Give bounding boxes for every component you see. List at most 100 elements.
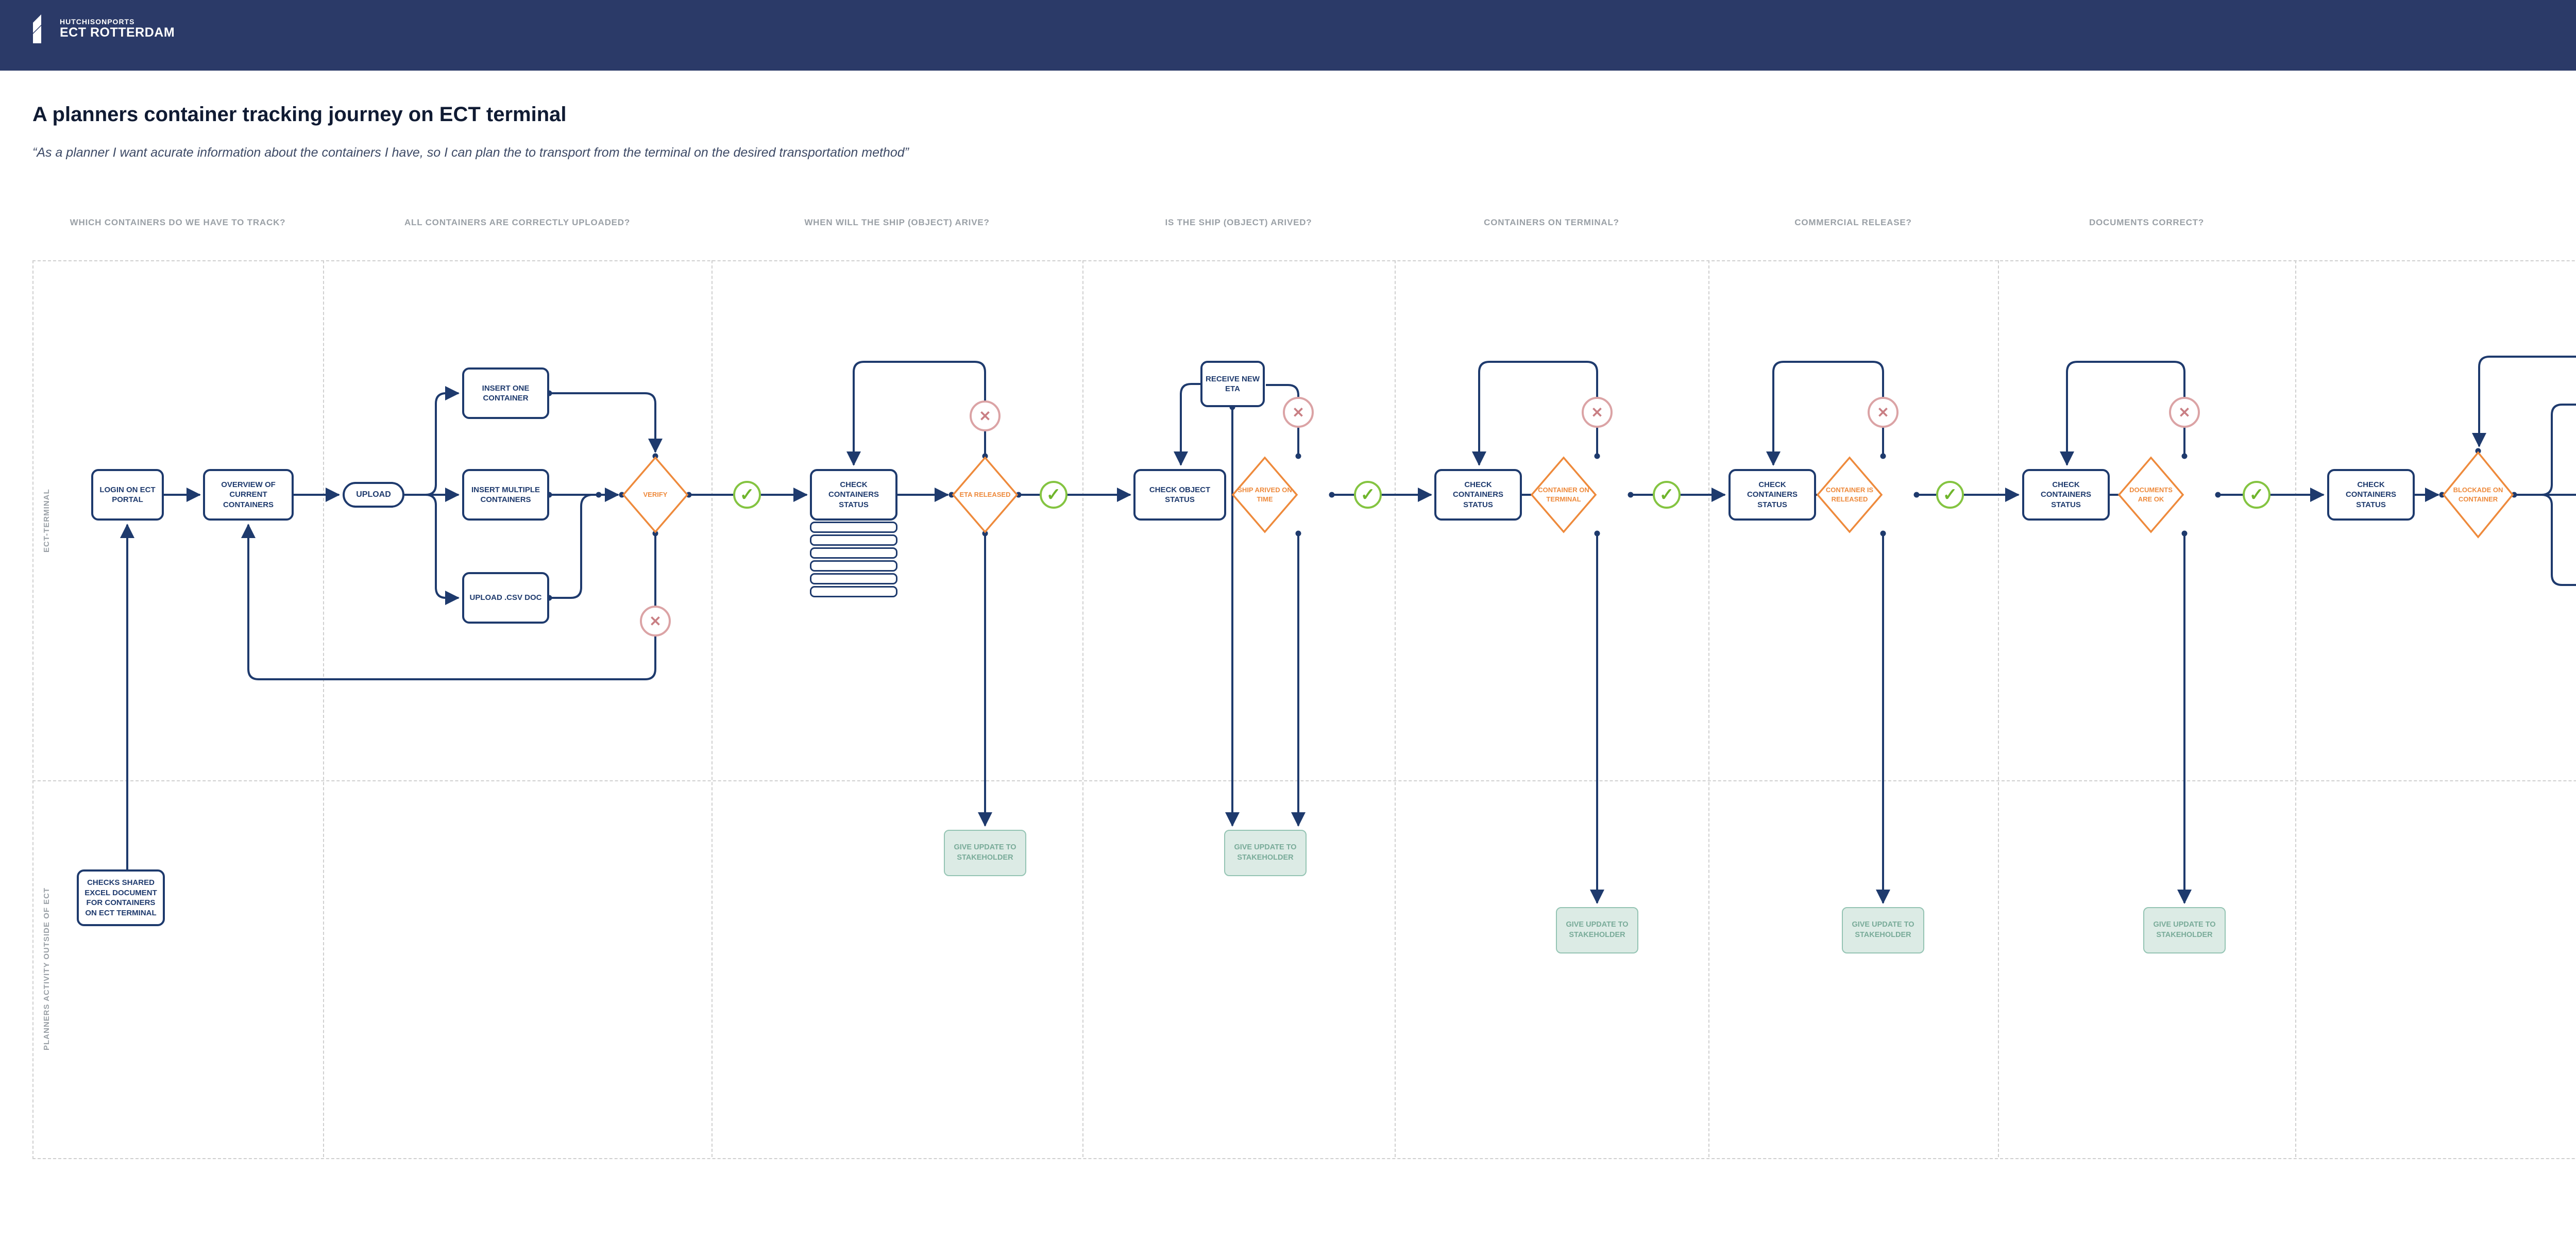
junction-dot	[1015, 492, 1022, 498]
column-header-4: IS THE SHIP (OBJECT) ARIVED?	[1165, 217, 1312, 227]
cross-icon: ✕	[970, 400, 1001, 431]
column-divider	[1395, 260, 1396, 1157]
junction-dot	[982, 530, 988, 537]
list-row	[810, 560, 897, 572]
column-divider	[2295, 260, 2296, 1157]
junction-dot	[982, 453, 988, 459]
page-title: A planners container tracking journey on…	[32, 103, 567, 126]
flow-line	[2060, 361, 2185, 466]
column-divider	[1998, 260, 1999, 1157]
decision-label: DOCUMENTS ARE OK	[2129, 486, 2173, 503]
decision-label: VERIFY	[643, 491, 668, 499]
flow-line	[404, 494, 460, 605]
brand-bottom-text: ECT ROTTERDAM	[60, 25, 175, 40]
step-ccs8: CHECK CONTAINERS STATUS	[2327, 469, 2415, 521]
decision-label: ETA RELEASED	[959, 491, 1011, 499]
step-excel: CHECKS SHARED EXCEL DOCUMENT FOR CONTAIN…	[77, 869, 165, 926]
flow-line	[549, 494, 599, 599]
step-receive-eta: RECEIVE NEW ETA	[1200, 361, 1265, 407]
step-ccs6: CHECK CONTAINERS STATUS	[1728, 469, 1816, 521]
flow-line	[1266, 384, 1299, 456]
step-insert-one: INSERT ONE CONTAINER	[462, 367, 549, 419]
check-icon: ✓	[1936, 481, 1964, 509]
flow-line	[2514, 494, 2576, 586]
diamond-shape	[1231, 456, 1298, 533]
step-ccs5: CHECK CONTAINERS STATUS	[1434, 469, 1522, 521]
list-row	[810, 547, 897, 559]
junction-dot	[2439, 492, 2445, 498]
check-icon: ✓	[1653, 481, 1681, 509]
column-header-6: COMMERCIAL RELEASE?	[1794, 217, 1912, 227]
check-icon: ✓	[2243, 481, 2270, 509]
decision-label: BLOCKADE ON CONTAINER	[2453, 486, 2503, 503]
decision-label: CONTAINER IS RELEASED	[1825, 486, 1874, 503]
check-icon: ✓	[733, 481, 761, 509]
decision-docs-ok: DOCUMENTS ARE OK	[2117, 456, 2184, 533]
flow-line	[241, 524, 656, 680]
junction-dot	[1329, 492, 1335, 498]
decision-eta-released: ETA RELEASED	[952, 456, 1019, 533]
step-upload: UPLOAD	[343, 482, 404, 508]
decision-cont-released: CONTAINER IS RELEASED	[1816, 456, 1883, 533]
list-row	[810, 573, 897, 584]
flow-line	[1174, 383, 1200, 466]
junction-dot	[1913, 492, 1920, 498]
cross-icon: ✕	[1582, 397, 1613, 428]
junction-dot	[686, 492, 692, 498]
junction-dot	[1594, 530, 1600, 537]
sticky-note-sticky6: GIVE UPDATE TO STAKEHOLDER	[1842, 907, 1924, 953]
junction-dot	[652, 453, 658, 459]
step-insert-multi: INSERT MULTIPLE CONTAINERS	[462, 469, 549, 521]
flow-line	[1766, 361, 1884, 466]
junction-dot	[1880, 453, 1886, 459]
junction-dot	[2475, 448, 2481, 454]
sticky-note-sticky3: GIVE UPDATE TO STAKEHOLDER	[944, 830, 1026, 876]
junction-dot	[596, 492, 602, 498]
container-list-icon	[810, 522, 897, 599]
diamond-shape	[2442, 451, 2514, 539]
column-divider	[323, 260, 324, 1157]
check-icon: ✓	[1354, 481, 1382, 509]
step-upload-csv: UPLOAD .CSV DOC	[462, 572, 549, 624]
diamond-shape	[1530, 456, 1597, 533]
flow-line	[2514, 404, 2576, 496]
list-row	[810, 534, 897, 546]
junction-dot	[2215, 492, 2221, 498]
step-overview: OVERVIEW OF CURRENT CONTAINERS	[203, 469, 294, 521]
diagram-border	[32, 260, 2576, 1159]
decision-ship-arrived: SHIP ARIVED ON TIME	[1231, 456, 1298, 533]
cross-icon: ✕	[1868, 397, 1899, 428]
junction-dot	[948, 492, 955, 498]
junction-dot	[2181, 453, 2188, 459]
sticky-note-sticky5: GIVE UPDATE TO STAKEHOLDER	[1556, 907, 1638, 953]
step-login: LOGIN ON ECT PORTAL	[91, 469, 164, 521]
flow-line	[2472, 356, 2576, 447]
column-header-2: ALL CONTAINERS ARE CORRECTLY UPLOADED?	[404, 217, 631, 227]
junction-dot	[2511, 492, 2517, 498]
diamond-shape	[622, 456, 689, 533]
lane-divider	[32, 780, 2576, 781]
flow-line	[1472, 361, 1598, 466]
brand-logo: HUTCHISONPORTS ECT ROTTERDAM	[32, 14, 175, 43]
step-check-obj: CHECK OBJECT STATUS	[1133, 469, 1226, 521]
column-divider	[1708, 260, 1709, 1157]
page-subtitle: “As a planner I want acurate information…	[32, 145, 909, 160]
brand-top-text: HUTCHISONPORTS	[60, 17, 135, 26]
decision-label: CONTAINER ON TERMINAL	[1538, 486, 1589, 503]
column-header-5: CONTAINERS ON TERMINAL?	[1484, 217, 1619, 227]
ect-logo-icon	[32, 14, 53, 43]
junction-dot	[1594, 453, 1600, 459]
column-header-7: DOCUMENTS CORRECT?	[2089, 217, 2205, 227]
flow-line	[404, 386, 460, 496]
column-header-3: WHEN WILL THE SHIP (OBJECT) ARIVE?	[804, 217, 990, 227]
decision-blockade: BLOCKADE ON CONTAINER	[2442, 451, 2514, 539]
diamond-shape	[2117, 456, 2184, 533]
junction-dot	[2181, 530, 2188, 537]
junction-dot	[619, 492, 625, 498]
junction-dot	[652, 530, 658, 537]
list-row	[810, 586, 897, 597]
cross-icon: ✕	[2169, 397, 2200, 428]
flow-line	[846, 361, 986, 466]
decision-verify: VERIFY	[622, 456, 689, 533]
